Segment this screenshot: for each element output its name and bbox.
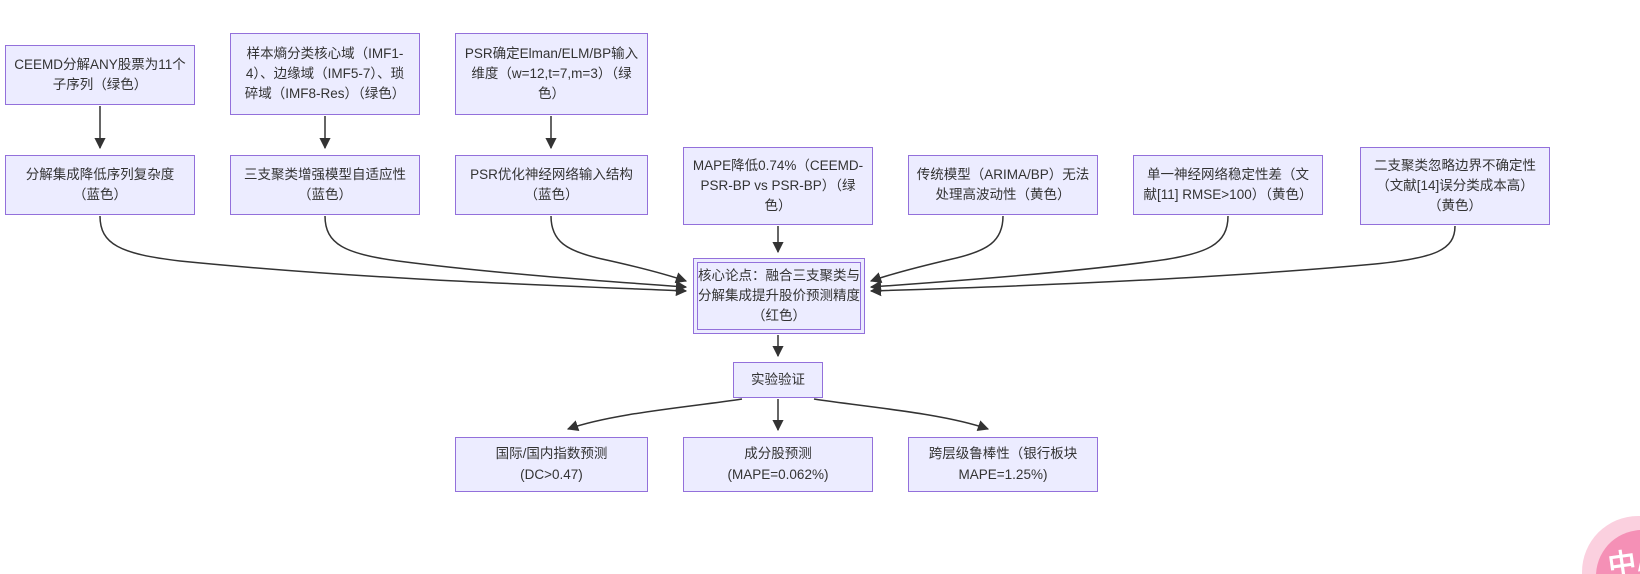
node-ceemd-decomposition: CEEMD分解ANY股票为11个 子序列（绿色） xyxy=(5,45,195,105)
node-three-way-clustering-adaptivity: 三支聚类增强模型自适应性 （蓝色） xyxy=(230,155,420,215)
edge-b5-core xyxy=(869,215,1004,283)
node-psr-optimizes-input-structure: PSR优化神经网络输入结构 （蓝色） xyxy=(455,155,648,215)
edge-b3-core xyxy=(550,215,688,284)
edge-b6-core xyxy=(869,215,1229,292)
node-core-thesis: 核心论点：融合三支聚类与 分解集成提升股价预测精度 （红色） xyxy=(693,258,865,334)
node-sample-entropy-classification: 样本熵分类核心域（IMF1- 4）、边缘域（IMF5-7）、琐 碎域（IMF8-… xyxy=(230,33,420,115)
node-single-nn-instability: 单一神经网络稳定性差（文 献[11] RMSE>100）（黄色） xyxy=(1133,155,1323,215)
node-constituent-stock-prediction: 成分股预测 (MAPE=0.062%) xyxy=(683,437,873,492)
node-two-way-clustering-limitation: 二支聚类忽略边界不确定性 （文献[14]误分类成本高） （黄色） xyxy=(1360,147,1550,225)
translate-badge-label: 中A xyxy=(1606,544,1640,574)
node-index-prediction: 国际/国内指数预测 (DC>0.47) xyxy=(455,437,648,492)
node-mape-reduction: MAPE降低0.74%（CEEMD- PSR-BP vs PSR-BP）（绿 色… xyxy=(683,147,873,225)
edge-b7-core xyxy=(869,225,1456,297)
node-cross-level-robustness: 跨层级鲁棒性（银行板块 MAPE=1.25%) xyxy=(908,437,1098,492)
edge-exp-c1 xyxy=(566,398,743,431)
node-core-thesis-inner: 核心论点：融合三支聚类与 分解集成提升股价预测精度 （红色） xyxy=(697,262,861,330)
node-psr-input-dimension: PSR确定Elman/ELM/BP输入 维度（w=12,t=7,m=3）（绿 色… xyxy=(455,33,648,115)
node-traditional-model-limitation: 传统模型（ARIMA/BP）无法 处理高波动性（黄色） xyxy=(908,155,1098,215)
edge-b2-core xyxy=(324,215,688,292)
edge-b1-core xyxy=(99,215,688,297)
node-decomposition-reduces-complexity: 分解集成降低序列复杂度 （蓝色） xyxy=(5,155,195,215)
edge-exp-c3 xyxy=(813,398,990,431)
node-experimental-validation: 实验验证 xyxy=(733,362,823,398)
